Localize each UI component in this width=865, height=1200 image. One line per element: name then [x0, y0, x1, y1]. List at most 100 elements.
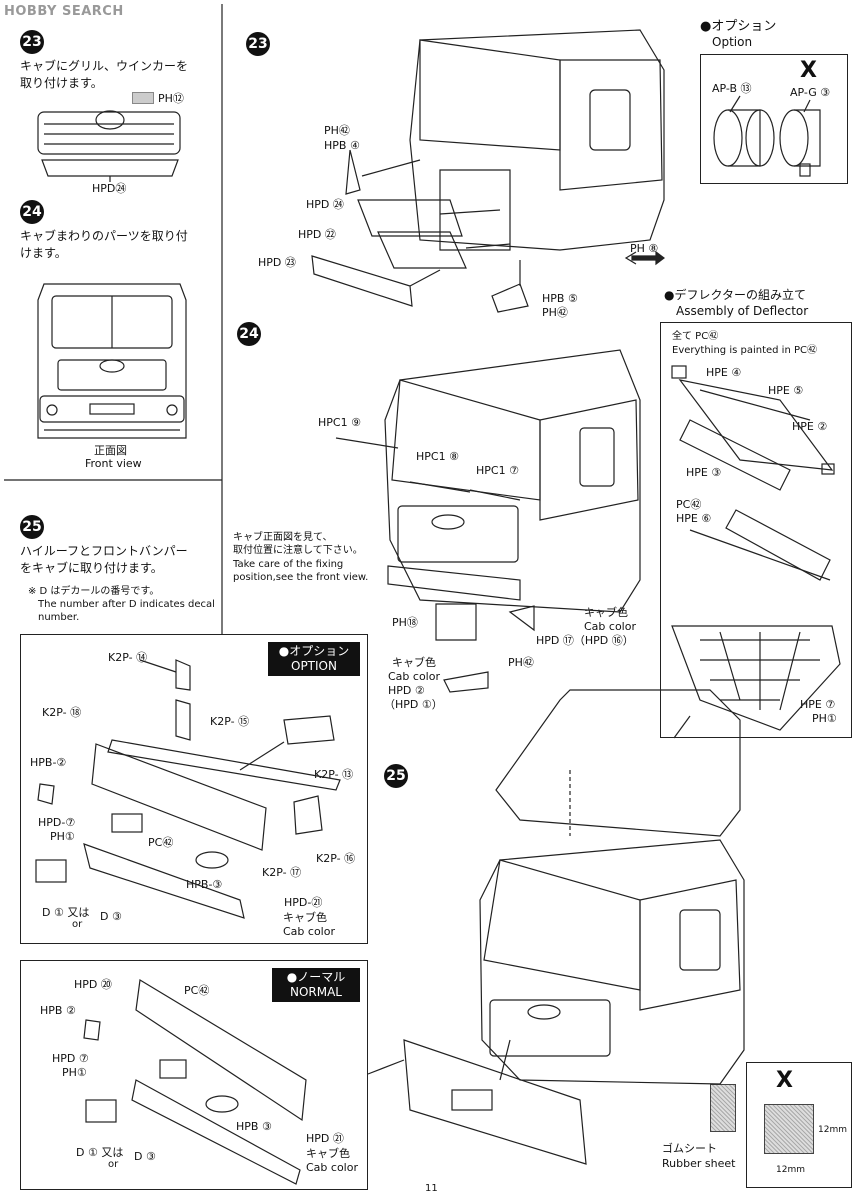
hpd18-part: [435, 603, 477, 641]
ap-title-en: Option: [712, 35, 753, 49]
decal-note-3: number.: [38, 612, 80, 623]
d24-note-en-1: Take care of the fixing: [233, 559, 344, 570]
hpe2: HPE ②: [792, 420, 828, 433]
d24-note-jp-2: 取付位置に注意して下さい。: [233, 545, 363, 556]
rubber-dim-1: 12mm: [818, 1125, 847, 1135]
hpb4: [345, 149, 361, 195]
opt-hpb2: HPB-②: [30, 756, 67, 769]
ap-b-label: AP-B ⑬: [712, 82, 752, 95]
nrm-cab-jp: キャブ色: [306, 1147, 350, 1160]
bumper-23: [311, 255, 413, 307]
d23-hpd22: HPD ㉒: [298, 228, 336, 241]
opt-k2p17: K2P- ⑰: [262, 866, 302, 879]
decal-note-2: The number after D indicates decal: [38, 599, 215, 610]
cab-diagram-25: [403, 689, 745, 1165]
step-25-text-2: をキャブに取り付けます。: [20, 561, 163, 575]
d24-ph18: PH⑱: [392, 616, 418, 629]
grille-24: [357, 199, 463, 237]
d24-hpc1-7: HPC1 ⑦: [476, 464, 519, 477]
cab-diagram-23: [311, 29, 665, 313]
opt-hpd21: HPD-㉑: [284, 896, 323, 909]
d24-hpc1-9: HPC1 ⑨: [318, 416, 361, 429]
step-25-text-1: ハイルーフとフロントバンパー: [20, 544, 188, 558]
opt-or: or: [72, 919, 83, 930]
option-tag-jp: ●オプション: [278, 644, 350, 658]
diagram-23-number: 23: [246, 32, 270, 56]
d23-ph92b: PH㊷: [542, 306, 568, 319]
nrm-hpd7: HPD ⑦: [52, 1052, 89, 1065]
front-view-en: Front view: [85, 457, 142, 470]
rubber-jp: ゴムシート: [662, 1142, 717, 1155]
hpe4: HPE ④: [706, 366, 742, 379]
hpe7: HPE ⑦: [800, 698, 836, 711]
opt-cab-en: Cab color: [283, 925, 335, 938]
deflector-diagram: [671, 365, 841, 731]
ap-parts: [713, 95, 821, 177]
option-tag-en: OPTION: [291, 659, 337, 673]
step-23-text-2: 取り付けます。: [20, 76, 103, 90]
d23-hpd24: HPD ㉔: [306, 198, 344, 211]
step-23-text-1: キャブにグリル、ウインカーを: [20, 59, 189, 73]
opt-hpb3: HPB-③: [186, 878, 223, 891]
step-24-text-1: キャブまわりのパーツを取り付: [20, 229, 188, 243]
nrm-hpd20: HPD ⑳: [74, 978, 112, 991]
d24-cab-jp-1: キャブ色: [392, 656, 436, 669]
nrm-pc42: PC㊷: [184, 984, 210, 997]
hpe6: HPE ⑥: [676, 512, 712, 525]
deflector-paint-en: Everything is painted in PC㊷: [672, 345, 817, 356]
d24-cab-jp-2: キャブ色: [584, 606, 628, 619]
opt-k2p16: K2P- ⑯: [316, 852, 356, 865]
nrm-d1: D ① 又は: [76, 1146, 124, 1159]
ap-option-box: [700, 54, 848, 184]
diagram-25-number: 25: [384, 764, 408, 788]
step-24-text-2: けます。: [20, 246, 67, 260]
rubber-sheet-box: [746, 1062, 852, 1188]
d23-hpb5: HPB ⑤: [542, 292, 578, 305]
normal-tag-jp: ●ノーマル: [286, 970, 346, 984]
rubber-sheet-swatch: [764, 1104, 814, 1154]
deflector-box: [660, 322, 852, 738]
hpe5: HPE ⑤: [768, 384, 804, 397]
deflector-ph1: PH①: [812, 712, 837, 725]
deflector-paint-jp: 全て PC㊷: [672, 331, 719, 342]
watermark-logo: HOBBY SEARCH: [4, 4, 124, 19]
step-23-number: 23: [20, 30, 44, 54]
hpd24-label: HPD㉔: [92, 182, 127, 195]
deflector-title-en: Assembly of Deflector: [676, 304, 809, 318]
opt-d1: D ① 又は: [42, 906, 90, 919]
d24-note-en-2: position,see the front view.: [233, 572, 369, 583]
no-glue-icon-2: X: [776, 1068, 793, 1093]
nrm-or: or: [108, 1159, 119, 1170]
cab-diagram-24: [335, 349, 641, 693]
ap-g-label: AP-G ③: [790, 86, 831, 99]
normal-tag: ●ノーマル NORMAL: [272, 968, 360, 1002]
page-number: 11: [425, 1183, 438, 1194]
d24-hpc1-8: HPC1 ⑧: [416, 450, 459, 463]
opt-ph1: PH①: [50, 830, 75, 843]
opt-k2p14: K2P- ⑭: [108, 651, 148, 664]
option-bumper-box: [20, 634, 368, 944]
decal-swatch: [132, 92, 154, 104]
front-bumper: [403, 1039, 587, 1165]
rubber-en: Rubber sheet: [662, 1157, 736, 1170]
opt-d3: D ③: [100, 910, 122, 923]
front-view-truck: [37, 283, 187, 439]
d24-hpd1: （HPD ①）: [384, 698, 443, 711]
opt-pc42: PC㊷: [148, 836, 174, 849]
d23-ph92: PH㊷: [324, 124, 350, 137]
no-glue-icon: X: [800, 58, 817, 83]
opt-k2p15: K2P- ⑮: [210, 715, 250, 728]
option-tag: ●オプション OPTION: [268, 642, 360, 676]
hpe3: HPE ③: [686, 466, 722, 479]
hpb5: [491, 283, 529, 313]
high-roof: [495, 689, 741, 837]
d24-hpd2: HPD ②: [388, 684, 425, 697]
option-bumper-diagram: [35, 659, 341, 919]
ap-title-jp: ●オプション: [700, 19, 777, 34]
normal-bumper-box: [20, 960, 368, 1190]
nrm-hpd21: HPD ㉑: [306, 1132, 344, 1145]
nrm-d3: D ③: [134, 1150, 156, 1163]
front-view-jp: 正面図: [94, 444, 127, 457]
hpd2-part: [443, 671, 489, 693]
